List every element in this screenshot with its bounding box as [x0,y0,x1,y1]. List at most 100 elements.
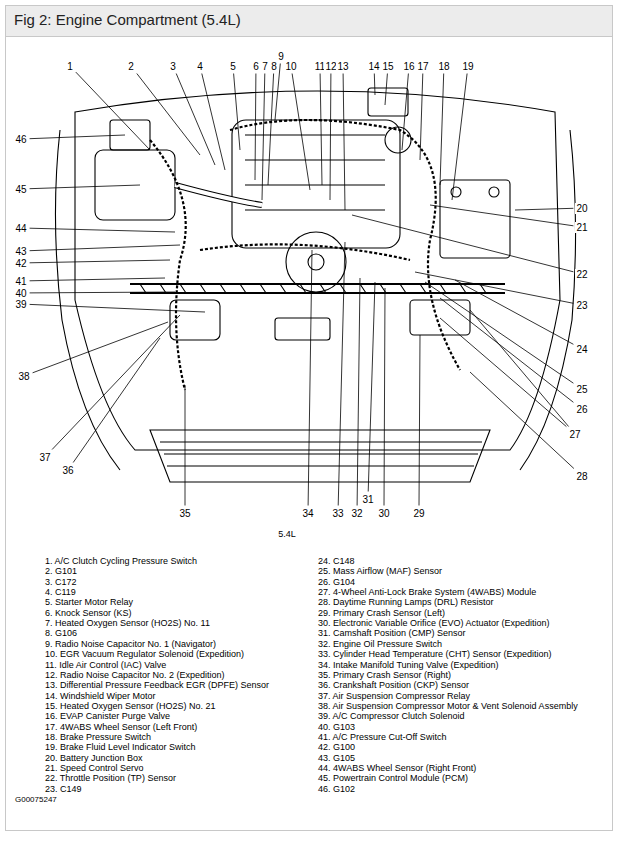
leader-line [30,292,175,294]
battery-post [489,187,499,197]
leader-line [338,242,345,506]
leader-line [33,322,168,373]
callout-number: 4 [196,61,204,72]
leader-line [515,208,573,210]
engine-label: 5.4L [278,530,296,540]
leader-line [275,64,280,121]
legend-item: 24. C148 [318,557,355,567]
right-fender [520,130,576,470]
leader-line [320,74,322,186]
grille [150,430,490,482]
leader-line [137,74,200,156]
harness-front [200,244,410,260]
legend-item: 16. EVAP Canister Purge Valve [45,712,170,722]
leader-line [73,338,160,463]
callout-number: 2 [127,61,135,72]
legend-item: 20. Battery Junction Box [45,754,143,764]
leader-line [30,185,140,189]
hood-opening [75,91,560,450]
leader-line [52,315,180,450]
legend-item: 37. Air Suspension Compressor Relay [318,692,470,702]
callout-number: 44 [14,223,27,234]
leader-line [430,205,573,226]
legend-item: 31. Camshaft Position (CMP) Sensor [318,629,466,639]
callout-number: 38 [17,371,30,382]
wiring-harness [150,120,460,390]
callout-number: 32 [350,508,363,519]
legend-item: 22. Throttle Position (TP) Sensor [45,774,176,784]
legend-item: 28. Daytime Running Lamps (DRL) Resistor [318,598,494,608]
leader-line [384,288,385,506]
leader-line [30,278,165,281]
legend-item: 33. Cylinder Head Temperature (CHT) Sens… [318,650,551,660]
figure-code: G00075247 [15,796,57,805]
callout-number: 5 [229,61,237,72]
callout-number: 31 [361,494,374,505]
leader-line [330,74,332,201]
legend-item: 17. 4WABS Wheel Sensor (Left Front) [45,723,197,733]
callout-number: 33 [331,508,344,519]
legend-item: 12. Radio Noise Capacitor No. 2 (Expedit… [45,671,225,681]
callout-number: 7 [261,61,269,72]
leader-line [343,74,345,211]
callout-number: 21 [575,222,588,233]
legend-item: 46. G102 [318,785,355,795]
legend-item: 40. G103 [318,723,355,733]
legend-item: 30. Electronic Variable Orifice (EVO) Ac… [318,619,549,629]
legend-item: 26. G104 [318,578,355,588]
callout-number: 34 [301,508,314,519]
legend-item: 38. Air Suspension Compressor Motor & Ve… [318,702,578,712]
callout-number: 10 [284,61,297,72]
callout-number: 45 [14,184,27,195]
legend-item: 41. A/C Pressure Cut-Off Switch [318,733,446,743]
title-rule [6,36,612,37]
callout-number: 27 [568,429,581,440]
title-bar [6,6,612,36]
compartment-drawing [55,88,575,482]
legend-item: 39. A/C Compressor Clutch Solenoid [318,712,465,722]
leader-line [425,282,573,383]
legend-item: 35. Primary Crash Sensor (Right) [318,671,451,681]
legend-item: 2. G101 [45,567,77,577]
callout-number: 25 [575,384,588,395]
leader-line [255,74,257,181]
callout-number: 1 [66,61,74,72]
latch [275,318,330,340]
callout-number: 36 [61,465,74,476]
compressor [170,300,220,340]
legend-item: 10. EGR Vacuum Regulator Solenoid (Exped… [45,650,244,660]
left-fender [55,130,120,470]
legend-item: 34. Intake Manifold Tuning Valve (Expedi… [318,661,498,671]
leader-line [420,74,423,161]
intake-tube-inner [175,185,262,205]
legend-item: 29. Primary Crash Sensor (Left) [318,609,445,619]
callout-number: 39 [14,299,27,310]
legend-item: 21. Speed Control Servo [45,764,144,774]
leader-line [176,74,215,166]
callout-number: 8 [270,61,278,72]
leader-line [440,74,444,186]
callout-number: 13 [336,61,349,72]
legend-item: 25. Mass Airflow (MAF) Sensor [318,567,442,577]
callout-number: 3 [169,61,177,72]
callout-number: 42 [14,258,27,269]
legend-item: 32. Engine Oil Pressure Switch [318,640,442,650]
figure-title: Fig 2: Engine Compartment (5.4L) [14,12,241,29]
leader-line [268,74,274,186]
leader-line [352,215,573,272]
fan [286,232,346,292]
leader-line [440,318,566,427]
callout-number: 37 [38,452,51,463]
callout-number: 16 [402,61,415,72]
leader-line [30,228,175,232]
leader-line [415,272,573,303]
callout-number: 29 [412,508,425,519]
legend-item: 8. G106 [45,629,77,639]
leader-line [30,260,170,263]
legend-item: 19. Brake Fluid Level Indicator Switch [45,743,196,753]
callout-number: 24 [575,344,588,355]
callout-number: 46 [14,134,27,145]
figure-frame [6,6,613,831]
callout-number: 20 [575,203,588,214]
leader-line [455,280,573,344]
